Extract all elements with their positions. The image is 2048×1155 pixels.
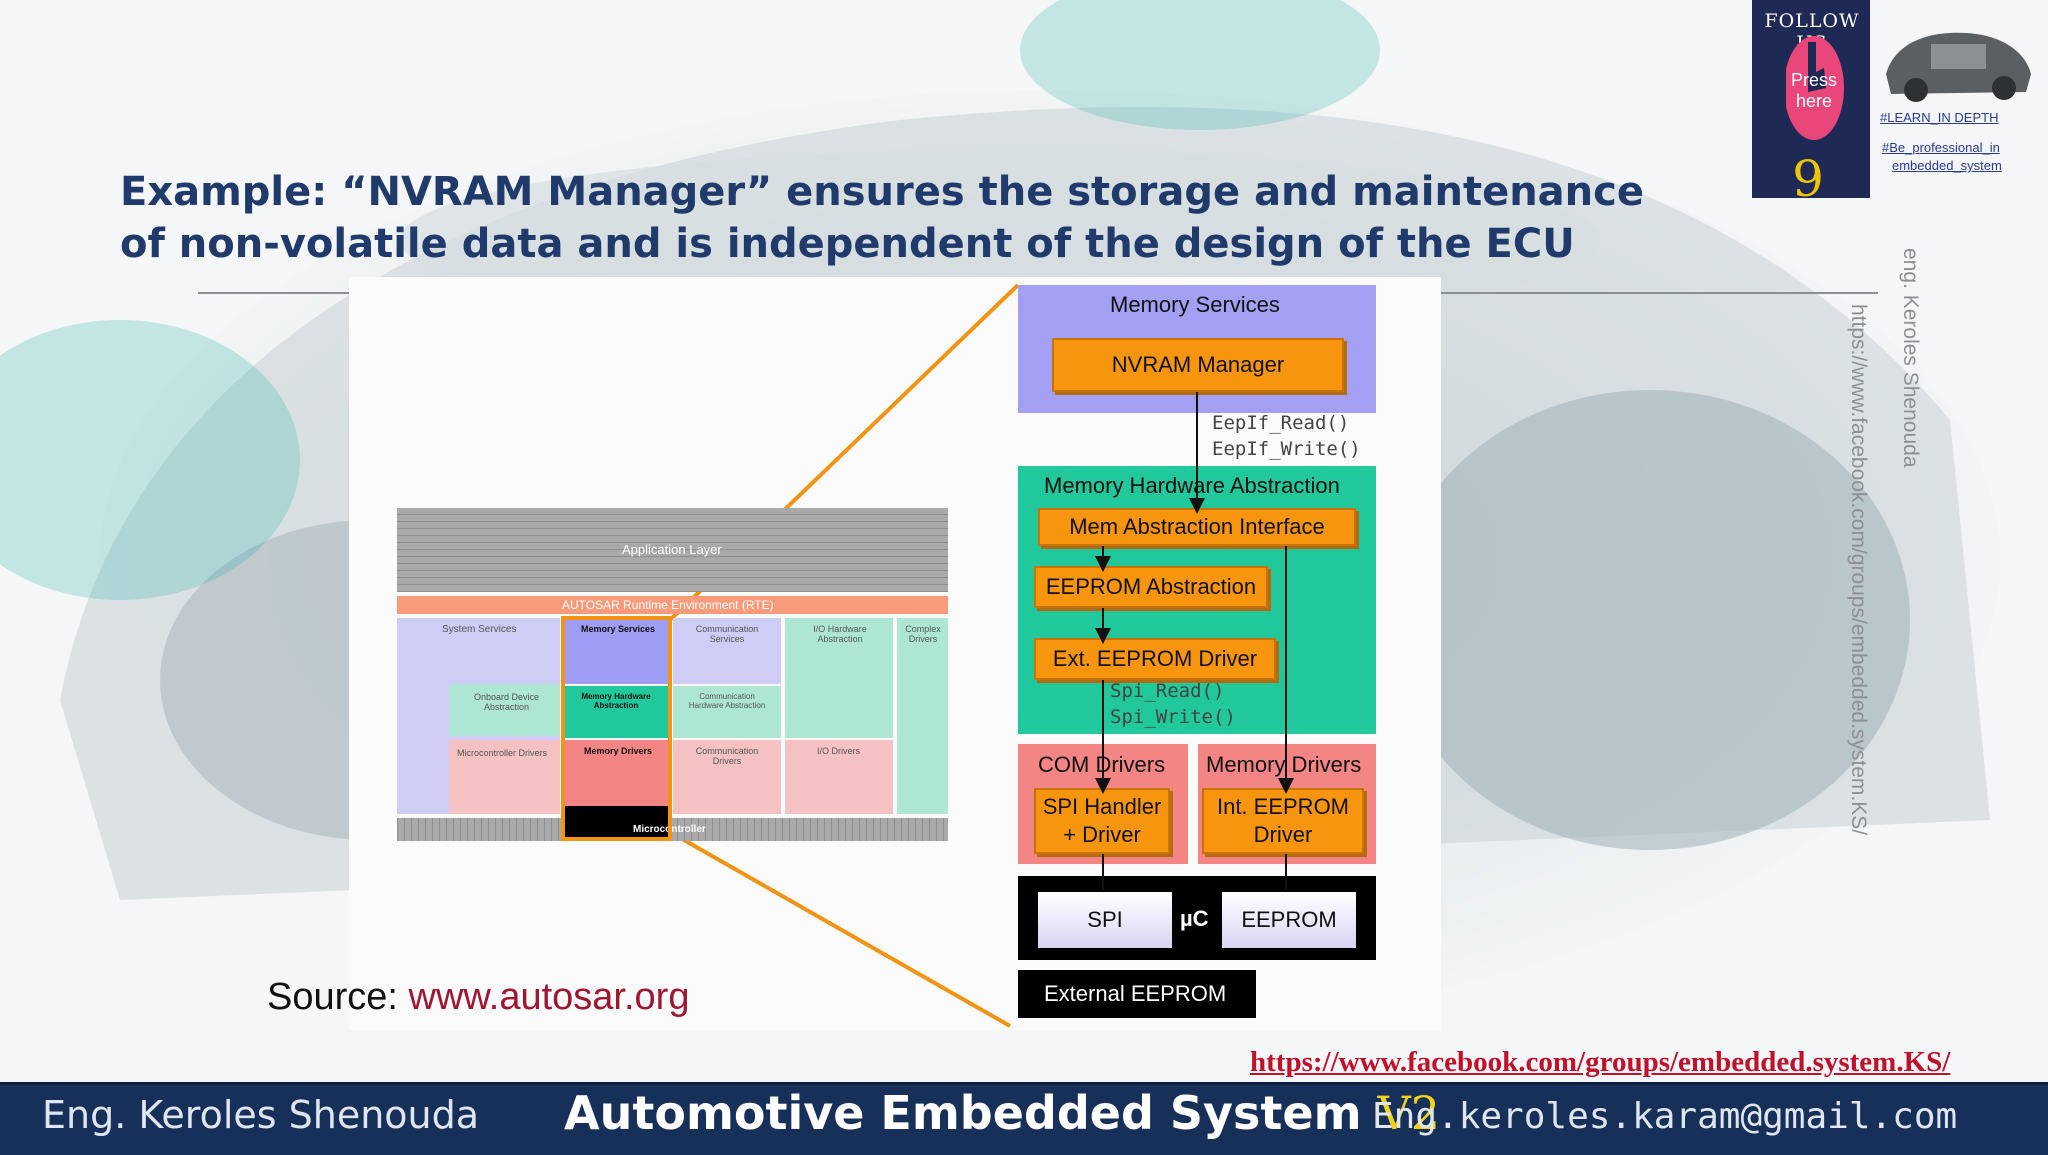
title-line-2: of non-volatile data and is independent … <box>120 221 1575 267</box>
vertical-author-text: eng. Keroles Shenouda <box>1899 248 1922 468</box>
footer-version: V2 <box>1377 1086 1441 1140</box>
com-drivers-label: COM Drivers <box>1038 752 1166 777</box>
int-eeprom-driver-box: Int. EEPROM Driver <box>1202 788 1364 854</box>
memory-drivers-label: Memory Drivers <box>1206 752 1362 777</box>
nvram-manager-box: NVRAM Manager <box>1052 338 1344 392</box>
source-url-link[interactable]: www.autosar.org <box>408 976 690 1018</box>
facebook-group-link[interactable]: https://www.facebook.com/groups/embedded… <box>1250 1046 1951 1078</box>
overview-onboard-label: Onboard Device Abstraction <box>473 692 540 712</box>
footer-course-title: Automotive Embedded System V2 <box>564 1086 1440 1140</box>
source-line: Source: www.autosar.org <box>267 976 689 1019</box>
overview-microcontroller <box>397 818 948 841</box>
here-label: here <box>1795 91 1833 111</box>
overview-system-services-label: System Services <box>442 624 517 635</box>
be-professional-tag[interactable]: #Be_professional_in <box>1882 140 2000 155</box>
title-line-1: Example: “NVRAM Manager” ensures the sto… <box>120 169 1644 215</box>
overview-memory-hw-label: Memory Hardware Abstraction <box>581 692 651 710</box>
press-here-button[interactable] <box>1786 32 1870 152</box>
eepif-write-label: EepIf_Write() <box>1212 438 1361 460</box>
overview-comm-hw-label: Communication Hardware Abstraction <box>688 692 766 710</box>
int-eeprom-line2: Driver <box>1253 822 1313 847</box>
spi-read-label: Spi_Read() <box>1110 680 1225 702</box>
overview-mcu-drivers-label: Microcontroller Drivers <box>457 748 548 758</box>
press-label: Press <box>1790 70 1837 90</box>
overview-memory-drivers-label: Memory Drivers <box>584 746 653 756</box>
vertical-url-text: https://www.facebook.com/groups/embedded… <box>1847 304 1870 836</box>
spi-handler-line2: + Driver <box>1063 822 1141 847</box>
overview-complex-drivers: Complex Drivers <box>897 618 948 814</box>
int-eeprom-line1: Int. EEPROM <box>1216 794 1350 819</box>
overview-rte: AUTOSAR Runtime Environment (RTE) <box>397 596 948 614</box>
spi-block: SPI <box>1038 892 1172 948</box>
overview-comm-drivers-label: Communication Drivers <box>695 746 759 766</box>
eeprom-block: EEPROM <box>1222 892 1356 948</box>
eepif-read-label: EepIf_Read() <box>1212 412 1350 434</box>
memory-hw-abstraction-label: Memory Hardware Abstraction <box>1044 473 1340 498</box>
autosar-overview: Application Layer AUTOSAR Runtime Enviro… <box>397 508 948 841</box>
learn-in-depth-tag[interactable]: #LEARN_IN DEPTH <box>1880 110 1999 125</box>
overview-memory-hw-abstraction: Memory Hardware Abstraction <box>564 686 669 738</box>
footer-author: Eng. Keroles Shenouda <box>42 1093 480 1137</box>
mem-abstraction-interface-box: Mem Abstraction Interface <box>1038 508 1356 546</box>
overview-memory-drivers: Memory Drivers <box>564 740 669 814</box>
footer-course-name: Automotive Embedded System <box>564 1086 1378 1140</box>
spi-handler-line1: SPI Handler <box>1042 794 1162 819</box>
spi-handler-box: SPI Handler + Driver <box>1034 788 1170 854</box>
external-eeprom-box <box>1018 970 1256 1018</box>
car-engine-thumbnail <box>1876 14 2036 104</box>
press-here-label: Press here <box>1786 70 1842 112</box>
overview-onboard-abstraction: Onboard Device Abstraction <box>449 684 560 736</box>
overview-comm-hw-abstraction: Communication Hardware Abstraction <box>673 686 781 738</box>
overview-io-drivers-label: I/O Drivers <box>817 746 861 756</box>
embedded-system-tag[interactable]: embedded_system <box>1892 158 2002 173</box>
overview-io-drivers: I/O Drivers <box>785 740 893 814</box>
overview-memory-services: Memory Services <box>564 618 669 684</box>
eeprom-abstraction-box: EEPROM Abstraction <box>1034 566 1268 608</box>
overview-complex-drivers-label: Complex Drivers <box>905 624 941 644</box>
overview-io-abstraction: I/O Hardware Abstraction <box>785 618 893 738</box>
memory-services-label: Memory Services <box>1110 292 1280 317</box>
footer-email: Eng.keroles.karam@gmail.com <box>1372 1096 1958 1137</box>
source-label: Source: <box>267 976 409 1018</box>
follow-number: 9 <box>1792 150 1824 208</box>
external-eeprom-label: External EEPROM <box>1044 981 1227 1006</box>
uc-label: µC <box>1180 906 1209 931</box>
overview-mcu-drivers: Microcontroller Drivers <box>449 740 560 814</box>
spi-write-label: Spi_Write() <box>1110 706 1236 728</box>
overview-io-abstraction-label: I/O Hardware Abstraction <box>813 624 867 644</box>
overview-application-label: Application Layer <box>622 542 722 557</box>
overview-comm-services-label: Communication Services <box>695 624 759 644</box>
overview-comm-drivers: Communication Drivers <box>673 740 781 814</box>
overview-rte-label: AUTOSAR Runtime Environment (RTE) <box>562 598 774 612</box>
footer-bar <box>0 1082 2048 1155</box>
ext-eeprom-driver-box: Ext. EEPROM Driver <box>1034 638 1276 680</box>
overview-highlight-frame <box>561 616 672 841</box>
overview-comm-services: Communication Services <box>673 618 781 684</box>
slide-title: Example: “NVRAM Manager” ensures the sto… <box>120 166 1644 270</box>
overview-memory-services-label: Memory Services <box>581 624 656 634</box>
overview-application-layer: Application Layer <box>397 508 948 592</box>
